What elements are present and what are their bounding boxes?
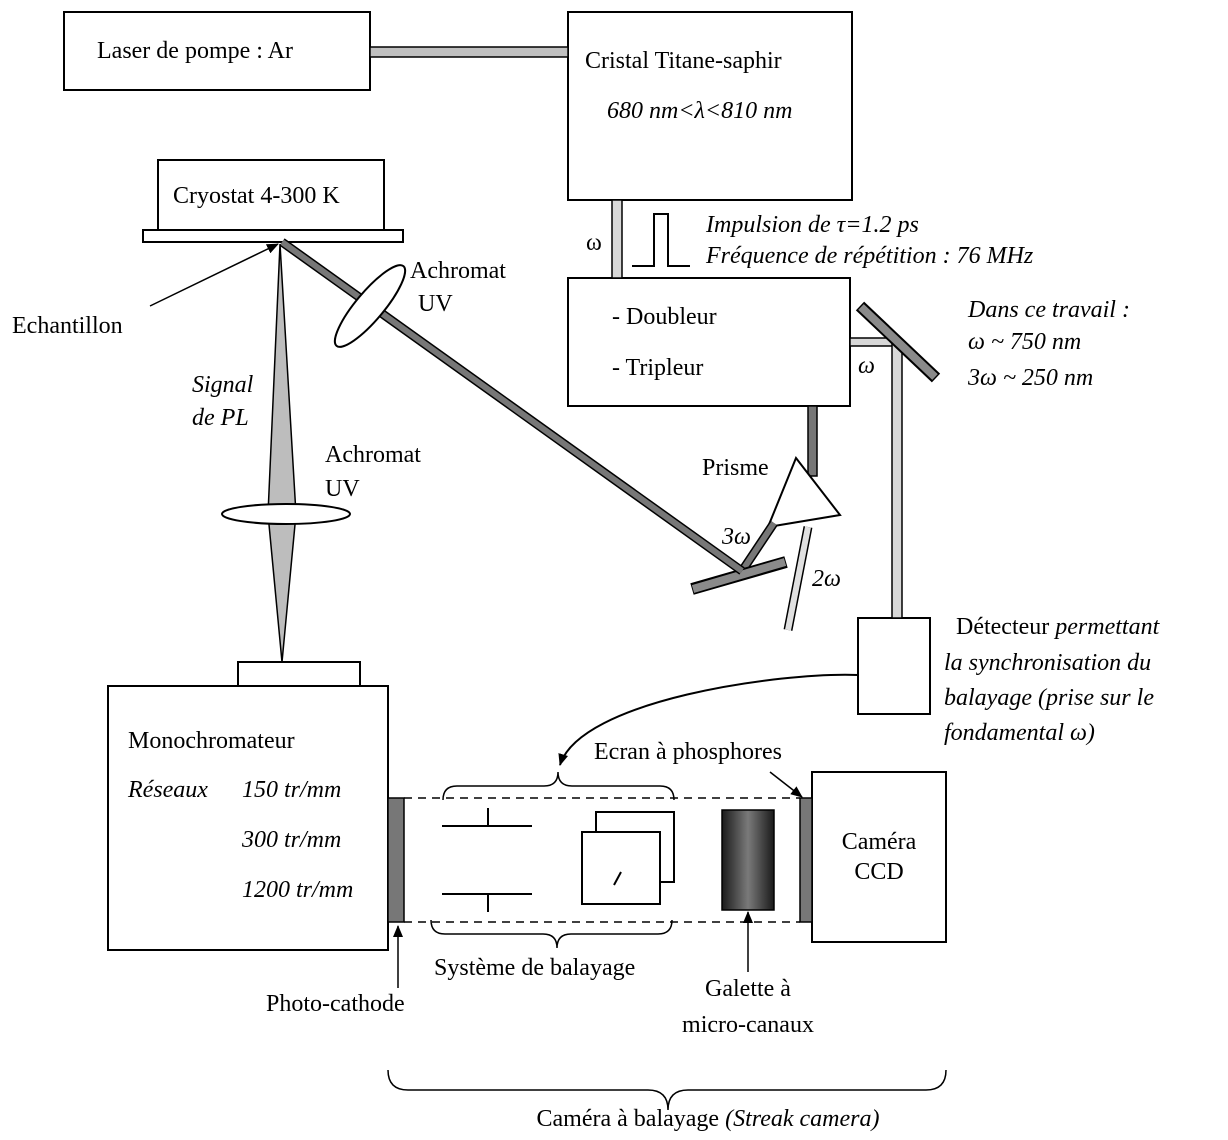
achromat-top-line2: UV xyxy=(418,291,453,317)
achromat-top-line1: Achromat xyxy=(410,258,506,284)
doubler-label: - Doubleur xyxy=(612,304,717,330)
ccd-camera-box xyxy=(811,771,947,943)
ccd-camera-line1: Caméra xyxy=(841,829,917,855)
pump-laser-label: Laser de pompe : Ar xyxy=(97,38,293,64)
omega-label: ω xyxy=(586,230,602,256)
harmonic-box xyxy=(567,277,851,407)
monochromator-label: Monochromateur xyxy=(128,728,295,754)
cryostat-label: Cryostat 4-300 K xyxy=(173,183,340,209)
grating-150: 150 tr/mm xyxy=(242,777,342,803)
two-omega-label: 2ω xyxy=(812,566,841,592)
pump-beam xyxy=(369,46,569,58)
tripler-label: - Tripleur xyxy=(612,355,704,381)
prism-label: Prisme xyxy=(702,455,769,481)
pl-signal-lower-cone xyxy=(267,513,297,663)
brace-streak-camera xyxy=(387,1069,947,1111)
crystal-title: Cristal Titane-saphir xyxy=(585,48,782,74)
brace-sweep-top xyxy=(442,771,675,801)
omega-value-label: ω ~ 750 nm xyxy=(968,329,1082,355)
sweep-trace xyxy=(613,871,622,886)
monochromator-box xyxy=(107,685,389,951)
fundamental-beam xyxy=(611,199,623,279)
achromat-mid-line2: UV xyxy=(325,476,360,502)
brace-sweep-bottom xyxy=(430,919,673,949)
detector-box xyxy=(857,617,931,715)
signal-line2: de PL xyxy=(192,405,249,431)
phosphor-arrow xyxy=(769,771,803,798)
microchannel-plate xyxy=(721,809,775,911)
detector-line3: balayage (prise sur le xyxy=(944,685,1154,711)
photocathode xyxy=(387,797,405,923)
pl-signal-upper-cone xyxy=(267,243,297,515)
mcp-line2: micro-canaux xyxy=(682,1012,814,1038)
harmonic-output-beam xyxy=(807,405,818,477)
this-work-label: Dans ce travail : xyxy=(968,297,1130,323)
photocathode-label: Photo-cathode xyxy=(266,991,405,1017)
ccd-camera-line2: CCD xyxy=(854,859,904,885)
crystal-range: 680 nm<λ<810 nm xyxy=(607,98,793,124)
omega-mirror-label: ω xyxy=(858,353,875,379)
prism xyxy=(766,456,842,529)
sample-arrow xyxy=(149,243,279,307)
three-omega-value-label: 3ω ~ 250 nm xyxy=(968,365,1094,391)
achromat-lens-excitation xyxy=(333,264,407,348)
sample-label: Echantillon xyxy=(12,313,123,339)
streak-camera-label: Caméra à balayage (Streak camera) xyxy=(536,1106,880,1132)
grating-1200: 1200 tr/mm xyxy=(242,877,354,903)
pump-laser-box xyxy=(63,11,371,91)
cryostat-box xyxy=(157,159,385,231)
signal-line1: Signal xyxy=(192,372,254,398)
sweep-screen-front xyxy=(581,831,661,905)
lower-mirror-fill xyxy=(691,558,787,593)
right-mirror-fill xyxy=(858,304,938,380)
phosphor-label: Ecran à phosphores xyxy=(594,739,782,765)
two-omega-beam-fill xyxy=(785,526,811,631)
achromat-mid-line1: Achromat xyxy=(325,442,421,468)
phosphor-screen xyxy=(799,797,813,923)
pulse-symbol xyxy=(632,213,690,267)
three-omega-label: 3ω xyxy=(722,524,751,550)
sweep-system-label: Système de balayage xyxy=(434,955,636,981)
mcp-line1: Galette à xyxy=(705,976,791,1002)
three-omega-beam-fill xyxy=(739,521,777,573)
achromat-lens-collection xyxy=(221,503,351,525)
repetition-label: Fréquence de répétition : 76 MHz xyxy=(706,243,1034,269)
monochromator-entrance-slit xyxy=(237,661,361,687)
omega-beam-to-detector xyxy=(891,341,903,619)
detector-line1: Détecteur permettant xyxy=(956,614,1160,640)
cryostat-plate xyxy=(142,229,404,243)
grating-300: 300 tr/mm xyxy=(242,827,342,853)
gratings-label: Réseaux xyxy=(128,777,208,803)
detector-line2: la synchronisation du xyxy=(944,650,1152,676)
crystal-box xyxy=(567,11,853,201)
sync-arrow xyxy=(558,673,859,766)
pulse-label: Impulsion de τ=1.2 ps xyxy=(706,212,919,238)
detector-line4: fondamental ω) xyxy=(944,720,1095,746)
